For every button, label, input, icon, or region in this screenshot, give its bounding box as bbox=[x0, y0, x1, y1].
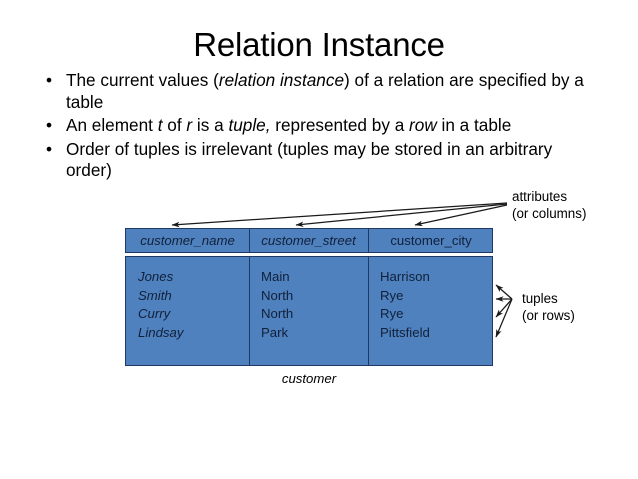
bullet-text: The current values (relation instance) o… bbox=[66, 70, 584, 112]
table-header-row: customer_name customer_street customer_c… bbox=[125, 228, 493, 253]
table-cell: Curry bbox=[138, 306, 171, 321]
table-caption: customer bbox=[281, 371, 337, 386]
bullet-text: Order of tuples is irrelevant (tuples ma… bbox=[66, 138, 553, 181]
arrow-to-row-4 bbox=[495, 298, 513, 338]
table-cell: North bbox=[261, 306, 294, 321]
column-divider bbox=[368, 229, 369, 252]
column-divider bbox=[249, 257, 250, 365]
column-values-customer-city: Harrison Rye Rye Pittsfield bbox=[380, 268, 430, 342]
bullet-item: • An element t of r is a tuple, represen… bbox=[36, 115, 592, 137]
bullet-list: • The current values (relation instance)… bbox=[36, 70, 592, 184]
table-cell: Rye bbox=[380, 306, 404, 321]
table-body: Jones Smith Curry Lindsay Main North Nor… bbox=[125, 256, 493, 366]
table-cell: Lindsay bbox=[138, 324, 184, 340]
arrow-to-row-3 bbox=[495, 298, 513, 318]
table-cell: Smith bbox=[138, 287, 172, 303]
arrow-to-row-1 bbox=[495, 284, 513, 300]
table-cell: Park bbox=[261, 324, 289, 340]
relation-table: customer_name customer_street customer_c… bbox=[125, 228, 493, 366]
arrow-to-customer-city bbox=[414, 204, 508, 227]
bullet-marker: • bbox=[46, 70, 53, 90]
annotation-tuples-line2: (or rows) bbox=[522, 308, 575, 323]
annotation-attributes-line2: (or columns) bbox=[512, 206, 587, 221]
table-cell: Rye bbox=[380, 287, 404, 303]
table-cell: North bbox=[261, 287, 294, 303]
arrow-to-customer-street bbox=[295, 203, 508, 228]
table-cell: Main bbox=[261, 269, 290, 284]
bullet-item: • Order of tuples is irrelevant (tuples … bbox=[36, 139, 592, 182]
bullet-marker: • bbox=[46, 138, 53, 159]
annotation-attributes: attributes (or columns) bbox=[512, 188, 586, 222]
annotation-tuples-line1: tuples bbox=[522, 291, 558, 306]
column-values-customer-street: Main North North Park bbox=[261, 268, 293, 342]
page-title: Relation Instance bbox=[193, 26, 445, 63]
table-cell: Jones bbox=[138, 269, 174, 284]
bullet-item: • The current values (relation instance)… bbox=[36, 70, 592, 113]
column-header-customer-name: customer_name bbox=[140, 233, 235, 248]
bullet-text: An element t of r is a tuple, represente… bbox=[66, 115, 512, 135]
column-header-customer-city: customer_city bbox=[390, 233, 472, 248]
column-header-customer-street: customer_street bbox=[261, 233, 356, 248]
bullet-marker: • bbox=[46, 115, 53, 135]
annotation-tuples: tuples (or rows) bbox=[522, 290, 575, 324]
column-divider bbox=[368, 257, 369, 365]
column-values-customer-name: Jones Smith Curry Lindsay bbox=[138, 268, 183, 342]
annotation-attributes-line1: attributes bbox=[512, 189, 568, 204]
table-cell: Pittsfield bbox=[380, 324, 430, 340]
table-cell: Harrison bbox=[380, 269, 430, 284]
column-divider bbox=[249, 229, 250, 252]
arrow-to-customer-name bbox=[171, 202, 508, 228]
